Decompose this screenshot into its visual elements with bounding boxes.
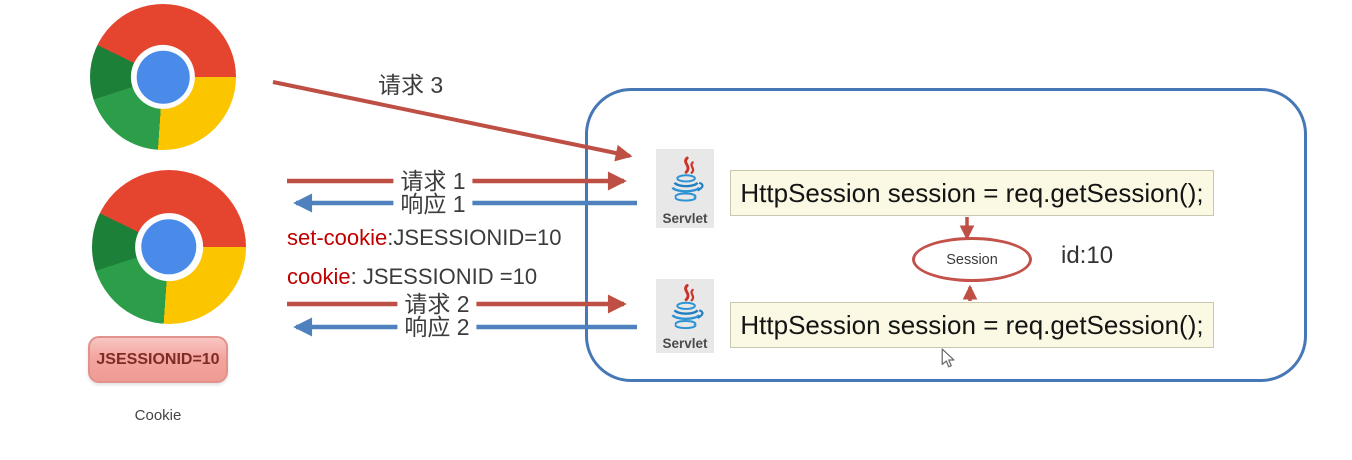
set-cookie-header-text: set-cookie:JSESSIONID=10 [287, 225, 562, 251]
code-box-2: HttpSession session = req.getSession(); [730, 302, 1214, 348]
code-text: HttpSession session = req.getSession(); [740, 309, 1204, 340]
chrome-browser-icon-top [90, 4, 236, 150]
set-cookie-rest: :JSESSIONID=10 [387, 225, 562, 250]
session-label: Session [946, 251, 998, 268]
response1-label: 响应 1 [393, 193, 473, 216]
java-logo-icon [671, 284, 704, 330]
cookie-header-text: cookie: JSESSIONID =10 [287, 264, 537, 290]
chrome-browser-icon-bottom [92, 170, 246, 324]
servlet-icon-2: Servlet [656, 279, 714, 353]
request1-label: 请求 1 [393, 170, 473, 193]
servlet-icon-1: Servlet [656, 149, 714, 228]
request2-label: 请求 2 [397, 293, 477, 316]
code-box-1: HttpSession session = req.getSession(); [730, 170, 1214, 216]
cookie-rest: : JSESSIONID =10 [350, 264, 538, 289]
cookie-key: cookie [287, 264, 351, 289]
chrome-blue-core [136, 50, 190, 104]
cookie-store-value: JSESSIONID=10 [96, 350, 220, 368]
java-logo-icon [671, 156, 704, 202]
mouse-cursor-icon [941, 348, 955, 368]
chrome-blue-core [141, 219, 197, 275]
request3-arrow [272, 80, 633, 162]
set-cookie-key: set-cookie [287, 225, 388, 250]
request3-label: 请求 3 [378, 72, 444, 98]
cookie-store-box: JSESSIONID=10 [88, 336, 228, 383]
servlet-label: Servlet [662, 336, 708, 351]
response2-label: 响应 2 [397, 316, 477, 339]
session-id-text: id:10 [1061, 242, 1114, 269]
servlet-label: Servlet [662, 211, 708, 226]
session-ellipse: Session [912, 237, 1032, 282]
cookie-caption: Cookie [134, 407, 182, 424]
code-text: HttpSession session = req.getSession(); [740, 177, 1204, 208]
